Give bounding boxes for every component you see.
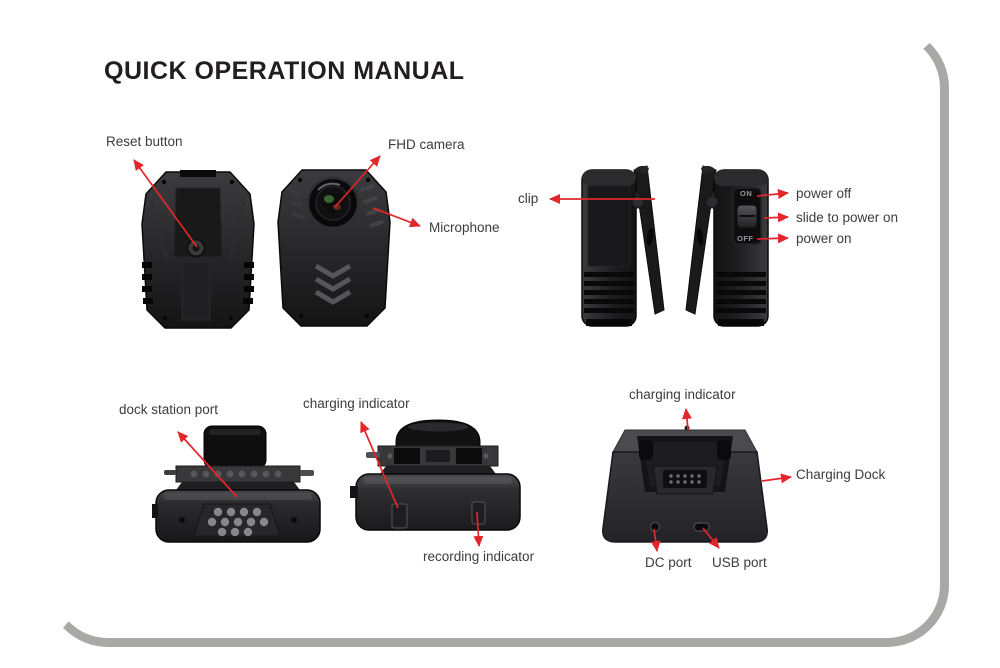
- arrow-slide-to-power-on: [763, 212, 789, 223]
- device-side-view-left-illustration: [581, 165, 665, 327]
- usb-port-illustration: [693, 522, 710, 532]
- arrow-charging-indicator-device: [360, 421, 399, 509]
- callout-reset-button: Reset button: [106, 134, 183, 149]
- arrow-fhd-camera: [334, 155, 381, 208]
- arrow-microphone: [372, 207, 421, 228]
- arrow-charging-dock: [761, 473, 792, 484]
- callout-microphone: Microphone: [429, 220, 500, 235]
- callout-charging-dock: Charging Dock: [796, 467, 886, 482]
- switch-off-label: OFF: [737, 234, 754, 243]
- arrow-usb-port: [702, 527, 720, 549]
- device-indicator-view-illustration: [350, 419, 521, 531]
- charging-dock-illustration: [602, 425, 768, 543]
- device-bottom-view-illustration: [152, 425, 321, 543]
- page-title: QUICK OPERATION MANUAL: [104, 57, 465, 85]
- callout-power-on: power on: [796, 231, 852, 246]
- switch-on-label: ON: [740, 189, 753, 198]
- device-front-view-illustration: [277, 169, 391, 327]
- charging-indicator-window-illustration: [391, 503, 408, 529]
- callout-recording-indicator: recording indicator: [423, 549, 535, 564]
- callout-power-off: power off: [796, 186, 852, 201]
- arrow-dc-port: [650, 528, 661, 552]
- arrow-power-off: [756, 188, 789, 199]
- page-border: [46, 26, 949, 647]
- camera-lens-illustration: [306, 176, 360, 230]
- callout-usb-port: USB port: [712, 555, 767, 570]
- callout-fhd-camera: FHD camera: [388, 137, 465, 152]
- callout-dock-station-port: dock station port: [119, 402, 219, 417]
- callout-dc-port: DC port: [645, 555, 692, 570]
- callout-charging-indicator-dock: charging indicator: [629, 387, 736, 402]
- callout-charging-indicator-device: charging indicator: [303, 396, 410, 411]
- callout-slide-to-power-on: slide to power on: [796, 210, 899, 225]
- arrow-reset-button: [133, 159, 198, 248]
- arrow-recording-indicator: [473, 511, 484, 547]
- arrow-power-on: [756, 233, 789, 244]
- arrow-charging-indicator-dock: [681, 408, 692, 431]
- arrow-dock-station-port: [177, 431, 238, 498]
- device-side-view-right-illustration: [685, 165, 769, 327]
- callout-clip: clip: [518, 191, 539, 206]
